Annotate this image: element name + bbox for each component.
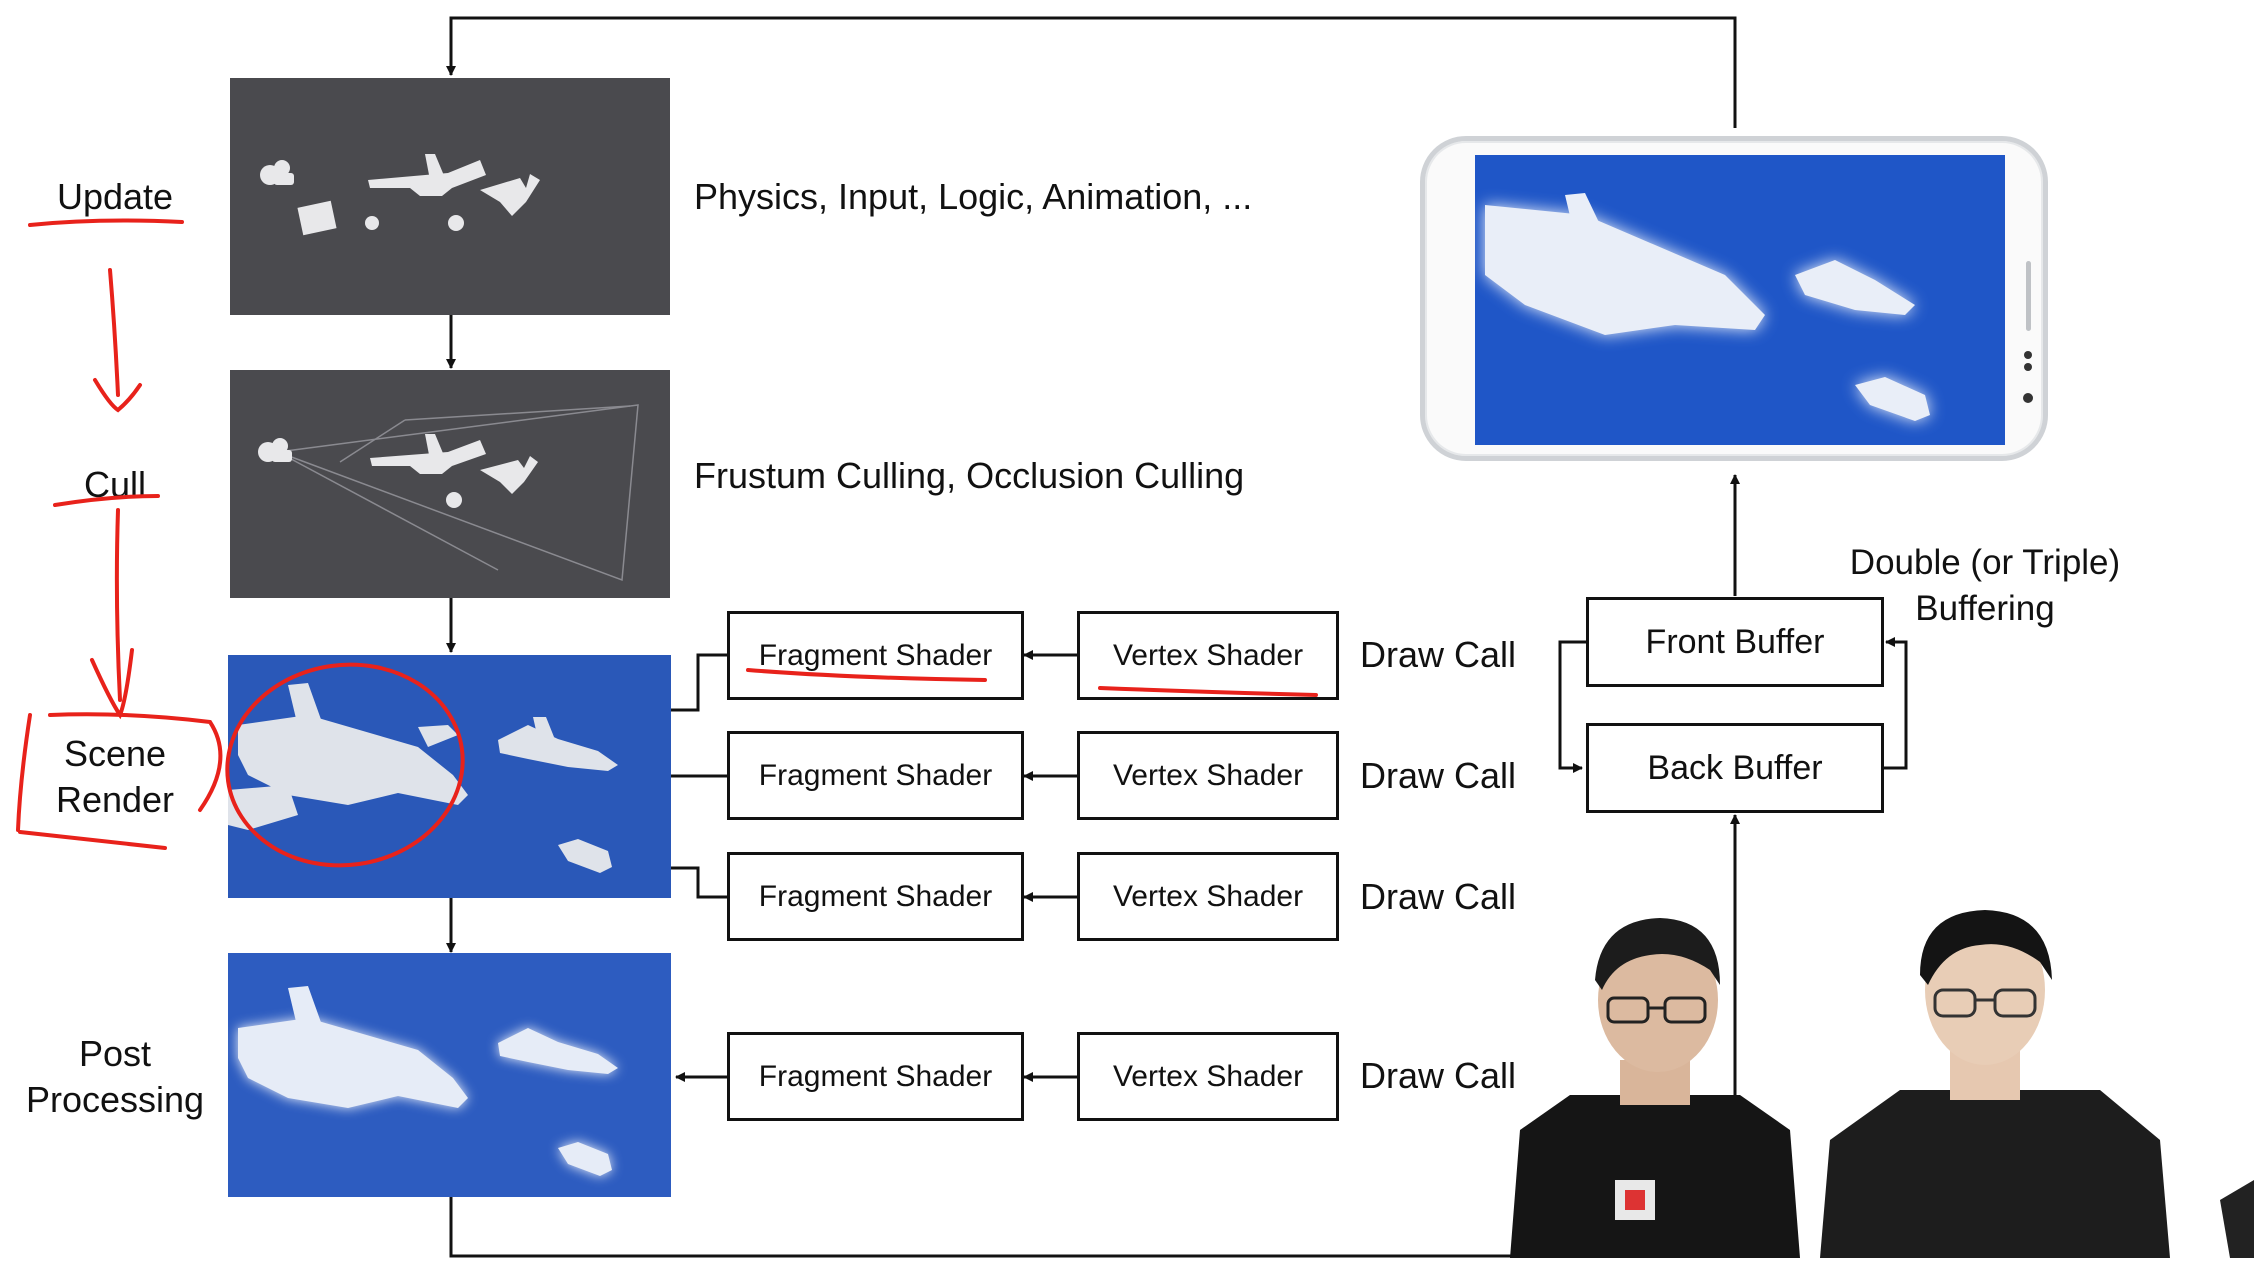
stage-scene-render-label: Scene Render (20, 731, 210, 823)
fragment-shader-box-4: Fragment Shader (727, 1032, 1024, 1121)
update-description: Physics, Input, Logic, Animation, ... (694, 176, 1253, 217)
back-buffer-box: Back Buffer (1586, 723, 1884, 813)
phone-screen-image (1485, 193, 1930, 421)
buffering-note-line2: Buffering (1915, 589, 2055, 628)
vertex-shader-box-4: Vertex Shader (1077, 1032, 1339, 1121)
draw-call-label-4: Draw Call (1360, 1055, 1517, 1096)
phone-frame (1420, 136, 2048, 461)
fragment-shader-box-3: Fragment Shader (727, 852, 1024, 941)
presenters-image (1510, 910, 2254, 1258)
phone-camera (2023, 393, 2033, 403)
scene-render-line1: Scene (63, 733, 167, 774)
scene-render-image (228, 683, 618, 873)
vertex-shader-box-1: Vertex Shader (1077, 611, 1339, 700)
stage-update-label: Update (56, 176, 174, 217)
post-processing-panel (228, 953, 671, 1197)
post-processing-image (238, 986, 618, 1176)
fragment-shader-box-1: Fragment Shader (727, 611, 1024, 700)
update-scene-panel (230, 78, 670, 315)
buffering-note: Double (or Triple) Buffering (1820, 540, 2150, 632)
phone-sensor-dots (2024, 351, 2032, 359)
post-processing-line1: Post (78, 1033, 152, 1074)
front-buffer-box: Front Buffer (1586, 597, 1884, 687)
scene-render-panel (228, 655, 671, 898)
cull-scene-panel (230, 370, 670, 598)
webcam-overlay (1480, 890, 2254, 1258)
cull-description: Frustum Culling, Occlusion Culling (694, 455, 1245, 496)
buffering-note-line1: Double (or Triple) (1849, 543, 2121, 582)
cull-scene-image (258, 404, 639, 582)
stage-post-processing-label: Post Processing (5, 1031, 225, 1123)
phone-speaker (2026, 261, 2031, 331)
scene-render-line2: Render (55, 779, 175, 820)
draw-call-label-2: Draw Call (1360, 755, 1517, 796)
draw-call-label-1: Draw Call (1360, 634, 1517, 675)
phone-screen (1475, 155, 2005, 445)
vertex-shader-box-3: Vertex Shader (1077, 852, 1339, 941)
fragment-shader-box-2: Fragment Shader (727, 731, 1024, 820)
update-scene-image (260, 154, 540, 236)
draw-call-label-3: Draw Call (1360, 876, 1517, 917)
stage-cull-label: Cull (83, 464, 146, 505)
post-processing-line2: Processing (25, 1079, 205, 1120)
vertex-shader-box-2: Vertex Shader (1077, 731, 1339, 820)
